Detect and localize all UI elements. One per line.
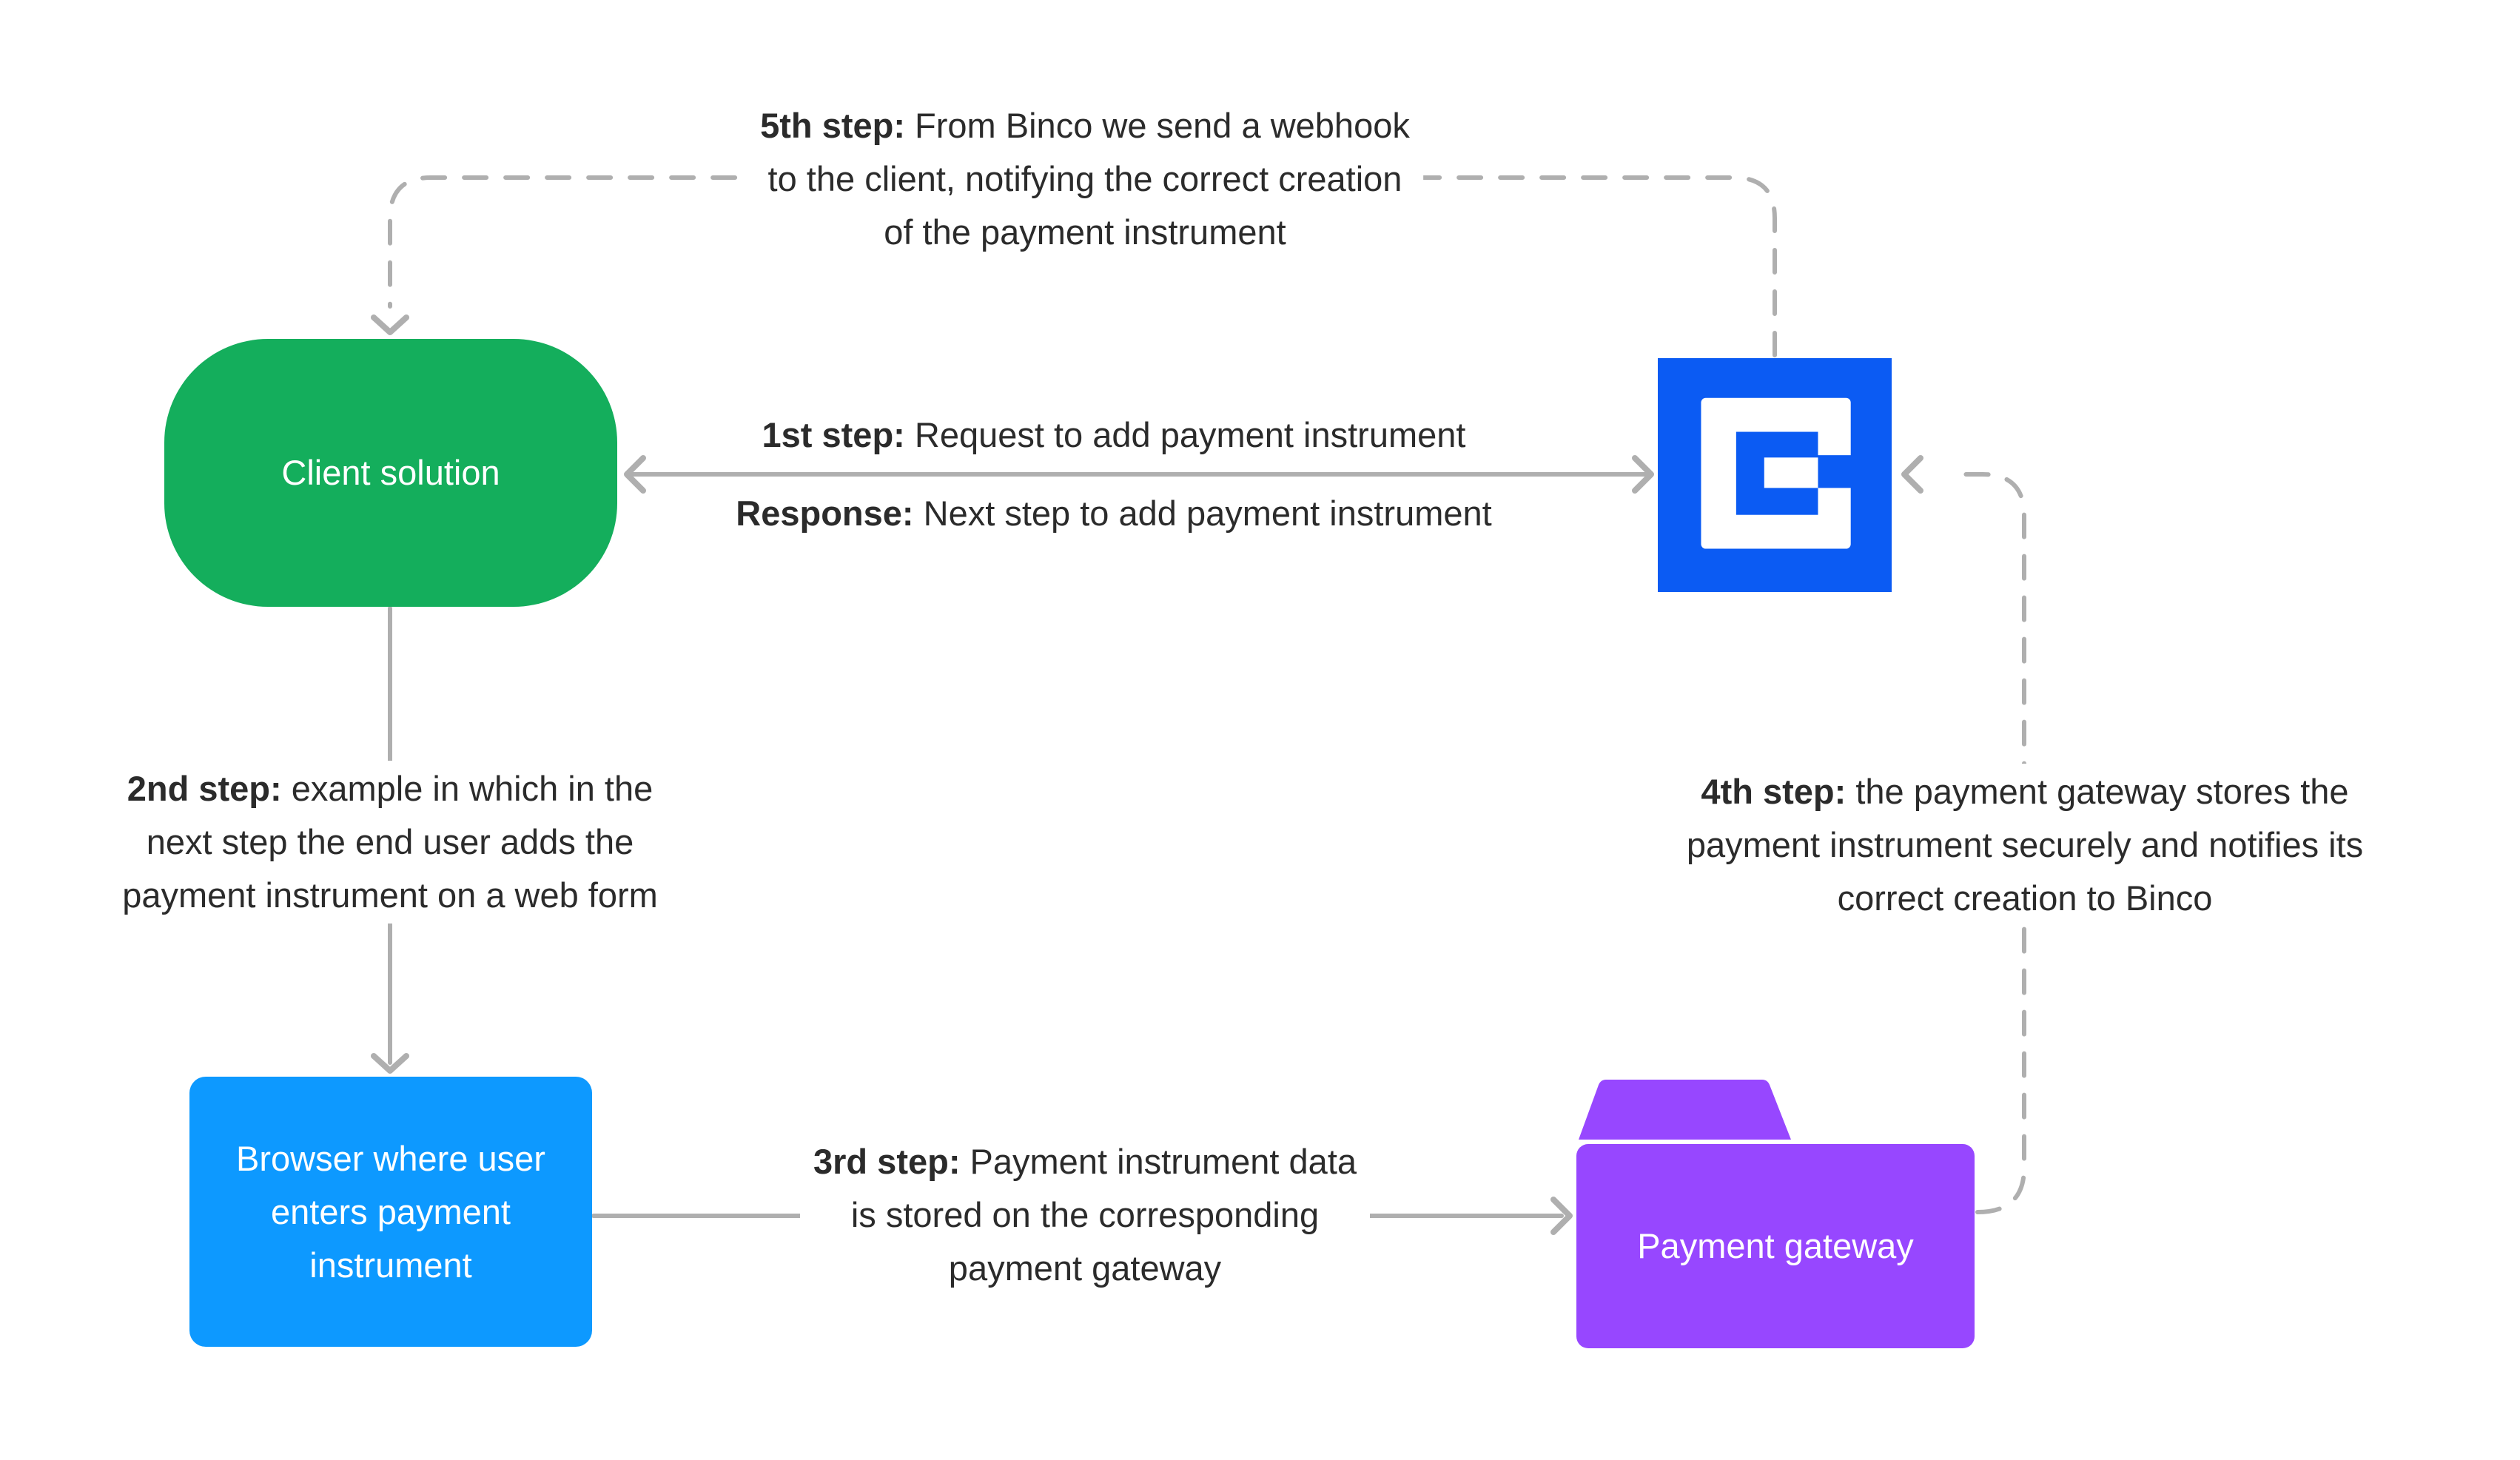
- step-text: of the payment instrument: [884, 212, 1286, 252]
- node-payment-gateway: Payment gateway: [1576, 1080, 1975, 1348]
- note-step1: 1st step: Request to add payment instrum…: [748, 407, 1479, 463]
- step-text: Payment instrument data: [960, 1142, 1357, 1181]
- note-response: Response: Next step to add payment instr…: [722, 485, 1505, 542]
- step-text: the payment gateway stores the: [1846, 772, 2349, 811]
- step-label-bold: 5th step:: [760, 106, 905, 145]
- step-label-bold: 1st step:: [762, 415, 905, 454]
- client-solution-label: Client solution: [281, 453, 500, 492]
- step-text: next step the end user adds the: [146, 822, 634, 861]
- arrow-step4-head: [1901, 455, 1923, 494]
- step-text: payment gateway: [948, 1248, 1222, 1288]
- node-binco: [1658, 358, 1892, 592]
- step-text: to the client, notifying the correct cre…: [767, 159, 1402, 198]
- step-text: correct creation to Binco: [1837, 878, 2213, 918]
- browser-label: Browser where user enters payment instru…: [236, 1138, 545, 1285]
- arrow-step5-head: [371, 314, 409, 335]
- step-text: payment instrument securely and notifies…: [1686, 825, 2364, 864]
- step-text: Request to add payment instrument: [904, 415, 1466, 454]
- step-text: Next step to add payment instrument: [913, 494, 1492, 533]
- arrowhead-right-icon: [1632, 455, 1654, 494]
- step-label-bold: 2nd step:: [127, 769, 282, 808]
- payment-gateway-label: Payment gateway: [1637, 1226, 1914, 1265]
- arrowhead-left-icon: [1901, 455, 1923, 494]
- note-step2: 2nd step: example in which in the next s…: [109, 761, 671, 924]
- step-label-bold: 3rd step:: [813, 1142, 961, 1181]
- logo-gap: [1816, 455, 1852, 488]
- step-text: payment instrument on a web form: [122, 875, 658, 915]
- step-label-bold: 4th step:: [1701, 772, 1847, 811]
- arrowhead-right-icon: [1550, 1197, 1573, 1235]
- step-label-bold: Response:: [736, 494, 914, 533]
- payment-gateway-label-wrap: Payment gateway: [1576, 1144, 1975, 1348]
- folder-icon: [1576, 1080, 1975, 1348]
- binco-logo-icon: [1658, 358, 1892, 592]
- folder-tab: [1579, 1080, 1791, 1140]
- arrowhead-down-icon: [371, 314, 409, 335]
- node-client-solution: Client solution: [164, 339, 617, 607]
- arrowhead-left-icon: [624, 455, 646, 494]
- note-step3: 3rd step: Payment instrument data is sto…: [799, 1134, 1371, 1296]
- note-step4: 4th step: the payment gateway stores the…: [1673, 764, 2377, 926]
- logo-notch: [1764, 457, 1818, 488]
- step-text: is stored on the corresponding: [850, 1195, 1320, 1234]
- step-text: From Binco we send a webhook: [905, 106, 1410, 145]
- note-step5: 5th step: From Binco we send a webhook t…: [747, 98, 1423, 260]
- node-browser: Browser where user enters payment instru…: [189, 1077, 592, 1347]
- step-text: example in which in the: [281, 769, 653, 808]
- folder-body: [1576, 1144, 1975, 1348]
- arrowhead-down-icon: [371, 1053, 409, 1074]
